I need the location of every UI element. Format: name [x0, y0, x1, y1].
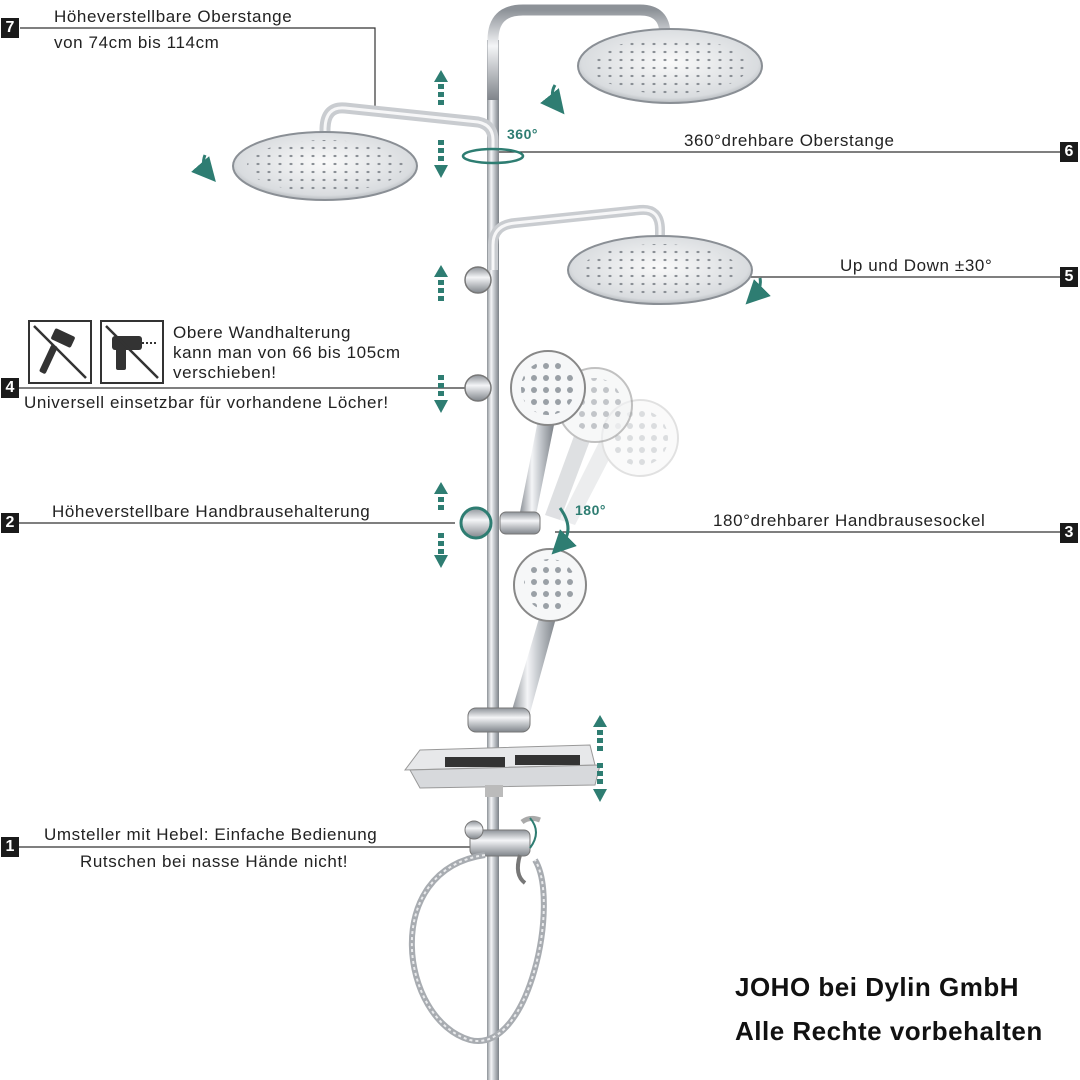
callout-6-label: 360°drehbare Oberstange [684, 131, 895, 150]
callout-1-line-2: Rutschen bei nasse Hände nicht! [80, 852, 349, 871]
copyright-line-1: JOHO bei Dylin GmbH [735, 972, 1019, 1002]
callout-1-line-1: Umsteller mit Hebel: Einfache Bedienung [44, 825, 378, 844]
callout-number-6: 6 [1060, 142, 1078, 162]
callout-4-line-2: kann man von 66 bis 105cm [173, 343, 401, 362]
copyright-line-2: Alle Rechte vorbehalten [735, 1016, 1043, 1046]
no-drill-icon [100, 320, 164, 384]
callout-3-label: 180°drehbarer Handbrausesockel [713, 511, 986, 530]
callout-number-1: 1 [1, 837, 19, 857]
angle-360-label: 360° [507, 126, 538, 142]
callout-2-label: Höheverstellbare Handbrausehalterung [52, 502, 371, 521]
callout-number-3: 3 [1060, 523, 1078, 543]
callout-number-2: 2 [1, 513, 19, 533]
callout-7-line-2: von 74cm bis 114cm [54, 33, 220, 52]
callout-number-4: 4 [1, 378, 19, 398]
callout-4-line-3: verschieben! [173, 363, 277, 382]
callout-7-line-1: Höheverstellbare Oberstange [54, 7, 293, 26]
no-hammer-icon [28, 320, 92, 384]
callout-4-line-4: Universell einsetzbar für vorhandene Löc… [24, 393, 389, 412]
callout-number-7: 7 [1, 18, 19, 38]
callout-4-line-1: Obere Wandhalterung [173, 323, 352, 342]
callout-5-label: Up und Down ±30° [840, 256, 993, 275]
angle-180-label: 180° [575, 502, 606, 518]
callout-number-5: 5 [1060, 267, 1078, 287]
